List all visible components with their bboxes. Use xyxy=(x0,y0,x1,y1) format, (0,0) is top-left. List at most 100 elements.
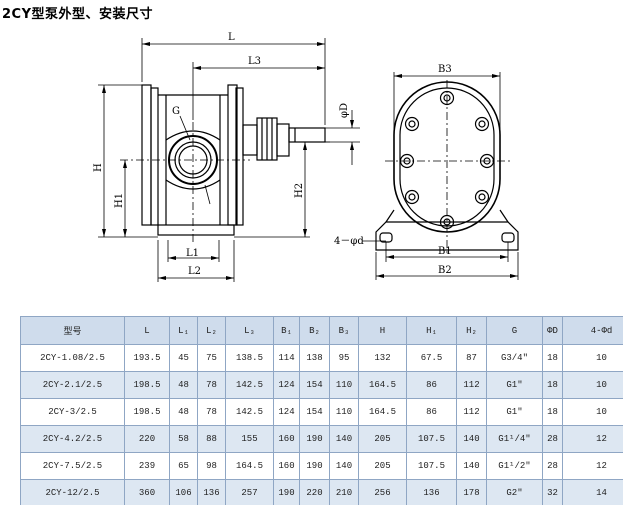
model-cell: 2CY-3/2.5 xyxy=(20,398,125,426)
table-cell: 210 xyxy=(329,479,359,505)
table-cell: 45 xyxy=(169,344,198,372)
label-B3: B3 xyxy=(438,64,452,75)
table-cell: 58 xyxy=(169,425,198,453)
page-title: 2CY型泵外型、安装尺寸 xyxy=(2,7,153,22)
table-cell: 193.5 xyxy=(124,344,170,372)
label-phiD: φD xyxy=(339,103,350,118)
table-cell: 164.5 xyxy=(358,371,407,399)
table-cell: 10 xyxy=(562,371,623,399)
label-G: G xyxy=(172,106,180,117)
column-header: B₃ xyxy=(329,316,359,345)
table-cell: 256 xyxy=(358,479,407,505)
table-cell: 65 xyxy=(169,452,198,480)
model-cell: 2CY-2.1/2.5 xyxy=(20,371,125,399)
model-cell: 2CY-4.2/2.5 xyxy=(20,425,125,453)
table-cell: 28 xyxy=(542,452,563,480)
label-B2: B2 xyxy=(438,265,452,276)
table-cell: 190 xyxy=(273,479,300,505)
table-cell: G1¹/2″ xyxy=(486,452,543,480)
table-cell: 142.5 xyxy=(225,371,274,399)
model-cell: 2CY-7.5/2.5 xyxy=(20,452,125,480)
column-header: G xyxy=(486,316,543,345)
table-cell: 124 xyxy=(273,398,300,426)
column-header: H₁ xyxy=(406,316,457,345)
table-cell: 18 xyxy=(542,371,563,399)
table-cell: 106 xyxy=(169,479,198,505)
column-header: B₁ xyxy=(273,316,300,345)
label-L: L xyxy=(228,32,235,43)
table-cell: 12 xyxy=(562,425,623,453)
column-header: L₃ xyxy=(225,316,274,345)
table-cell: 205 xyxy=(358,425,407,453)
table-cell: 164.5 xyxy=(358,398,407,426)
label-L1: L1 xyxy=(186,248,199,259)
table-cell: 190 xyxy=(299,425,330,453)
table-cell: 114 xyxy=(273,344,300,372)
table-cell: 140 xyxy=(329,425,359,453)
table-cell: 67.5 xyxy=(406,344,457,372)
table-cell: G1¹/4″ xyxy=(486,425,543,453)
table-cell: 140 xyxy=(456,452,487,480)
table-cell: 78 xyxy=(197,398,226,426)
table-cell: 164.5 xyxy=(225,452,274,480)
table-cell: G1″ xyxy=(486,371,543,399)
table-cell: 28 xyxy=(542,425,563,453)
table-cell: 190 xyxy=(299,452,330,480)
column-header: L₁ xyxy=(169,316,198,345)
label-B1: B1 xyxy=(438,246,452,257)
table-cell: 112 xyxy=(456,371,487,399)
table-cell: 154 xyxy=(299,371,330,399)
column-header: L₂ xyxy=(197,316,226,345)
table-cell: 112 xyxy=(456,398,487,426)
table-cell: 140 xyxy=(456,425,487,453)
column-header: H xyxy=(358,316,407,345)
table-cell: 86 xyxy=(406,371,457,399)
model-cell: 2CY-12/2.5 xyxy=(20,479,125,505)
table-cell: 205 xyxy=(358,452,407,480)
table-cell: 87 xyxy=(456,344,487,372)
column-header: B₂ xyxy=(299,316,330,345)
table-cell: 136 xyxy=(197,479,226,505)
label-L2: L2 xyxy=(188,266,201,277)
table-cell: 32 xyxy=(542,479,563,505)
column-header: 型号 xyxy=(20,316,125,345)
table-cell: 138.5 xyxy=(225,344,274,372)
pump-dimension-drawing: L L3 G φD H H1 H2 L1 L2 B3 B1 B2 4－φd xyxy=(93,32,519,282)
table-cell: 48 xyxy=(169,371,198,399)
label-L3: L3 xyxy=(248,56,261,67)
table-cell: 95 xyxy=(329,344,359,372)
table-cell: 107.5 xyxy=(406,425,457,453)
table-cell: 198.5 xyxy=(124,398,170,426)
label-4-phid: 4－φd xyxy=(334,236,364,247)
table-cell: G1″ xyxy=(486,398,543,426)
table-cell: 110 xyxy=(329,398,359,426)
column-header: H₂ xyxy=(456,316,487,345)
table-cell: 10 xyxy=(562,398,623,426)
label-H1: H1 xyxy=(114,193,125,208)
table-cell: 154 xyxy=(299,398,330,426)
table-cell: 18 xyxy=(542,398,563,426)
table-cell: 18 xyxy=(542,344,563,372)
table-cell: 360 xyxy=(124,479,170,505)
table-cell: 10 xyxy=(562,344,623,372)
table-cell: 110 xyxy=(329,371,359,399)
table-cell: 86 xyxy=(406,398,457,426)
table-cell: G3/4″ xyxy=(486,344,543,372)
table-cell: 75 xyxy=(197,344,226,372)
table-cell: 12 xyxy=(562,452,623,480)
column-header: ΦD xyxy=(542,316,563,345)
table-cell: 14 xyxy=(562,479,623,505)
table-cell: 98 xyxy=(197,452,226,480)
table-cell: 142.5 xyxy=(225,398,274,426)
table-cell: 132 xyxy=(358,344,407,372)
table-cell: 220 xyxy=(299,479,330,505)
table-cell: 138 xyxy=(299,344,330,372)
